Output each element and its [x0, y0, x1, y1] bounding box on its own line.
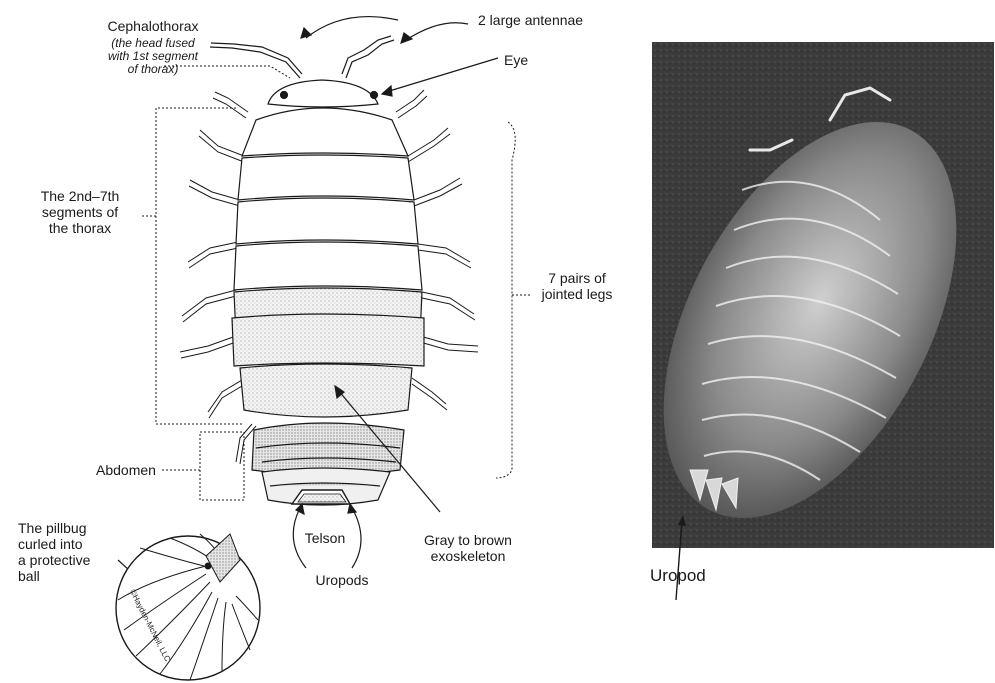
label-legs-2: jointed legs: [522, 286, 632, 302]
eye-arrow: [386, 58, 498, 92]
label-legs-1: 7 pairs of: [522, 270, 632, 286]
label-pillbug-2: curled into: [18, 536, 83, 552]
label-thorax-3: the thorax: [20, 220, 140, 236]
label-exoskeleton-2: exoskeleton: [408, 548, 528, 564]
label-eye: Eye: [504, 52, 528, 68]
label-exoskeleton-1: Gray to brown: [408, 532, 528, 548]
abdomen-bracket: [200, 432, 244, 500]
label-cephalothorax-note-3: of thorax): [60, 63, 246, 76]
label-pillbug-4: ball: [18, 568, 40, 584]
pillbug-illustration: [180, 36, 478, 505]
photo-caption-uropod: Uropod: [650, 566, 706, 586]
label-antennae: 2 large antennae: [478, 12, 583, 28]
label-uropods: Uropods: [292, 572, 392, 588]
thorax-bracket: [156, 108, 244, 424]
label-cephalothorax: Cephalothorax: [68, 18, 238, 34]
eye-right: [371, 92, 378, 99]
antenna-arrow-left: [306, 17, 398, 38]
antenna-arrow-right: [406, 23, 468, 40]
label-telson: Telson: [290, 530, 360, 546]
label-thorax-1: The 2nd–7th: [20, 188, 140, 204]
label-abdomen: Abdomen: [96, 462, 156, 478]
legs-bracket: [496, 122, 515, 478]
label-thorax-2: segments of: [20, 204, 140, 220]
eye-left: [281, 92, 288, 99]
label-pillbug-3: a protective: [18, 552, 90, 568]
label-pillbug-1: The pillbug: [18, 520, 87, 536]
pillbug-photo: [603, 42, 995, 600]
thorax-segments: [232, 108, 424, 417]
